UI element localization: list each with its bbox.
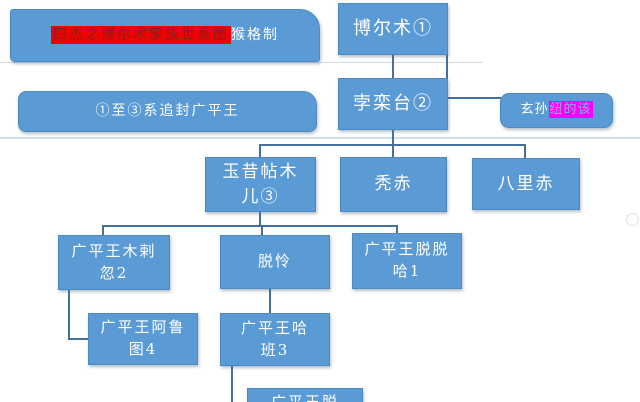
watermark-circle-icon (626, 213, 639, 226)
connector-drop-mulahu (102, 225, 104, 236)
node-yuxitiemuer-label: 玉昔帖木儿③ (222, 161, 299, 207)
faint-gridline-top (0, 62, 483, 63)
node-partial-bottom-label: 广平王脱 (270, 393, 339, 402)
node-mulahu: 广平王木剌忽2 (58, 235, 170, 290)
connector-boerzhu-xuansun-horizontal (446, 97, 501, 99)
node-xuansun-label: 玄孙纽的该 (520, 101, 593, 120)
node-tuotuoha: 广平王脱脱哈1 (352, 233, 462, 289)
node-tuotuoha-label: 广平王脱脱哈1 (364, 240, 450, 280)
title-box: 四杰之博尔术家族世系图猴格制 (10, 9, 320, 62)
node-haban-label: 广平王哈班3 (240, 318, 309, 359)
node-partial-bottom: 广平王脱 (247, 388, 363, 402)
connector-yuxitiemuer-stub (259, 212, 261, 227)
note-box: ①至③系追封广平王 (18, 91, 317, 132)
node-alutu: 广平王阿鲁图4 (88, 313, 198, 365)
connector-boerzhu-boluantai (392, 55, 394, 79)
connector-boerzhu-xuansun-vertical (446, 48, 448, 99)
node-haban: 广平王哈班3 (220, 313, 330, 366)
connector-generation4-bus (102, 225, 398, 227)
node-xuansun-niudegai: 玄孙纽的该 (500, 93, 613, 128)
node-tuchi: 秃赤 (340, 157, 447, 212)
title-text: 四杰之博尔术家族世系图猴格制 (51, 25, 279, 45)
node-boerzhu: 博尔术① (338, 3, 448, 55)
connector-drop-yuxitiemuer (259, 144, 261, 158)
connector-drop-tuotuoha (396, 225, 398, 234)
node-balichi: 八里赤 (472, 158, 580, 210)
node-mulahu-label: 广平王木剌忽2 (71, 241, 157, 282)
connector-generation3-bus (259, 144, 526, 146)
node-boluantai-label: 孛栾台② (353, 92, 433, 114)
xuansun-highlighted-text: 纽的该 (548, 101, 593, 119)
node-balichi-label: 八里赤 (497, 173, 555, 194)
xuansun-prefix-text: 玄孙 (520, 102, 549, 118)
connector-mulahu-alutu-vertical (68, 290, 70, 340)
note-text: ①至③系追封广平王 (95, 103, 240, 120)
node-alutu-label: 广平王阿鲁图4 (100, 318, 186, 358)
node-tuolian: 脱怜 (220, 235, 330, 289)
node-boerzhu-label: 博尔术① (353, 17, 433, 39)
node-tuolian-label: 脱怜 (257, 252, 292, 271)
connector-tuolian-haban (269, 289, 271, 314)
node-boluantai: 孛栾台② (338, 78, 448, 130)
node-yuxitiemuer: 玉昔帖木儿③ (205, 157, 316, 212)
node-tuchi-label: 秃赤 (374, 174, 413, 195)
faint-gridline-mid (0, 137, 640, 139)
connector-haban-bottom (231, 366, 233, 402)
title-suffix-text: 猴格制 (231, 27, 279, 44)
connector-drop-balichi (524, 144, 526, 159)
title-highlighted-text: 四杰之博尔术家族世系图 (51, 26, 231, 45)
connector-drop-tuolian (261, 225, 263, 236)
connector-mulahu-alutu-horizontal (68, 338, 89, 340)
